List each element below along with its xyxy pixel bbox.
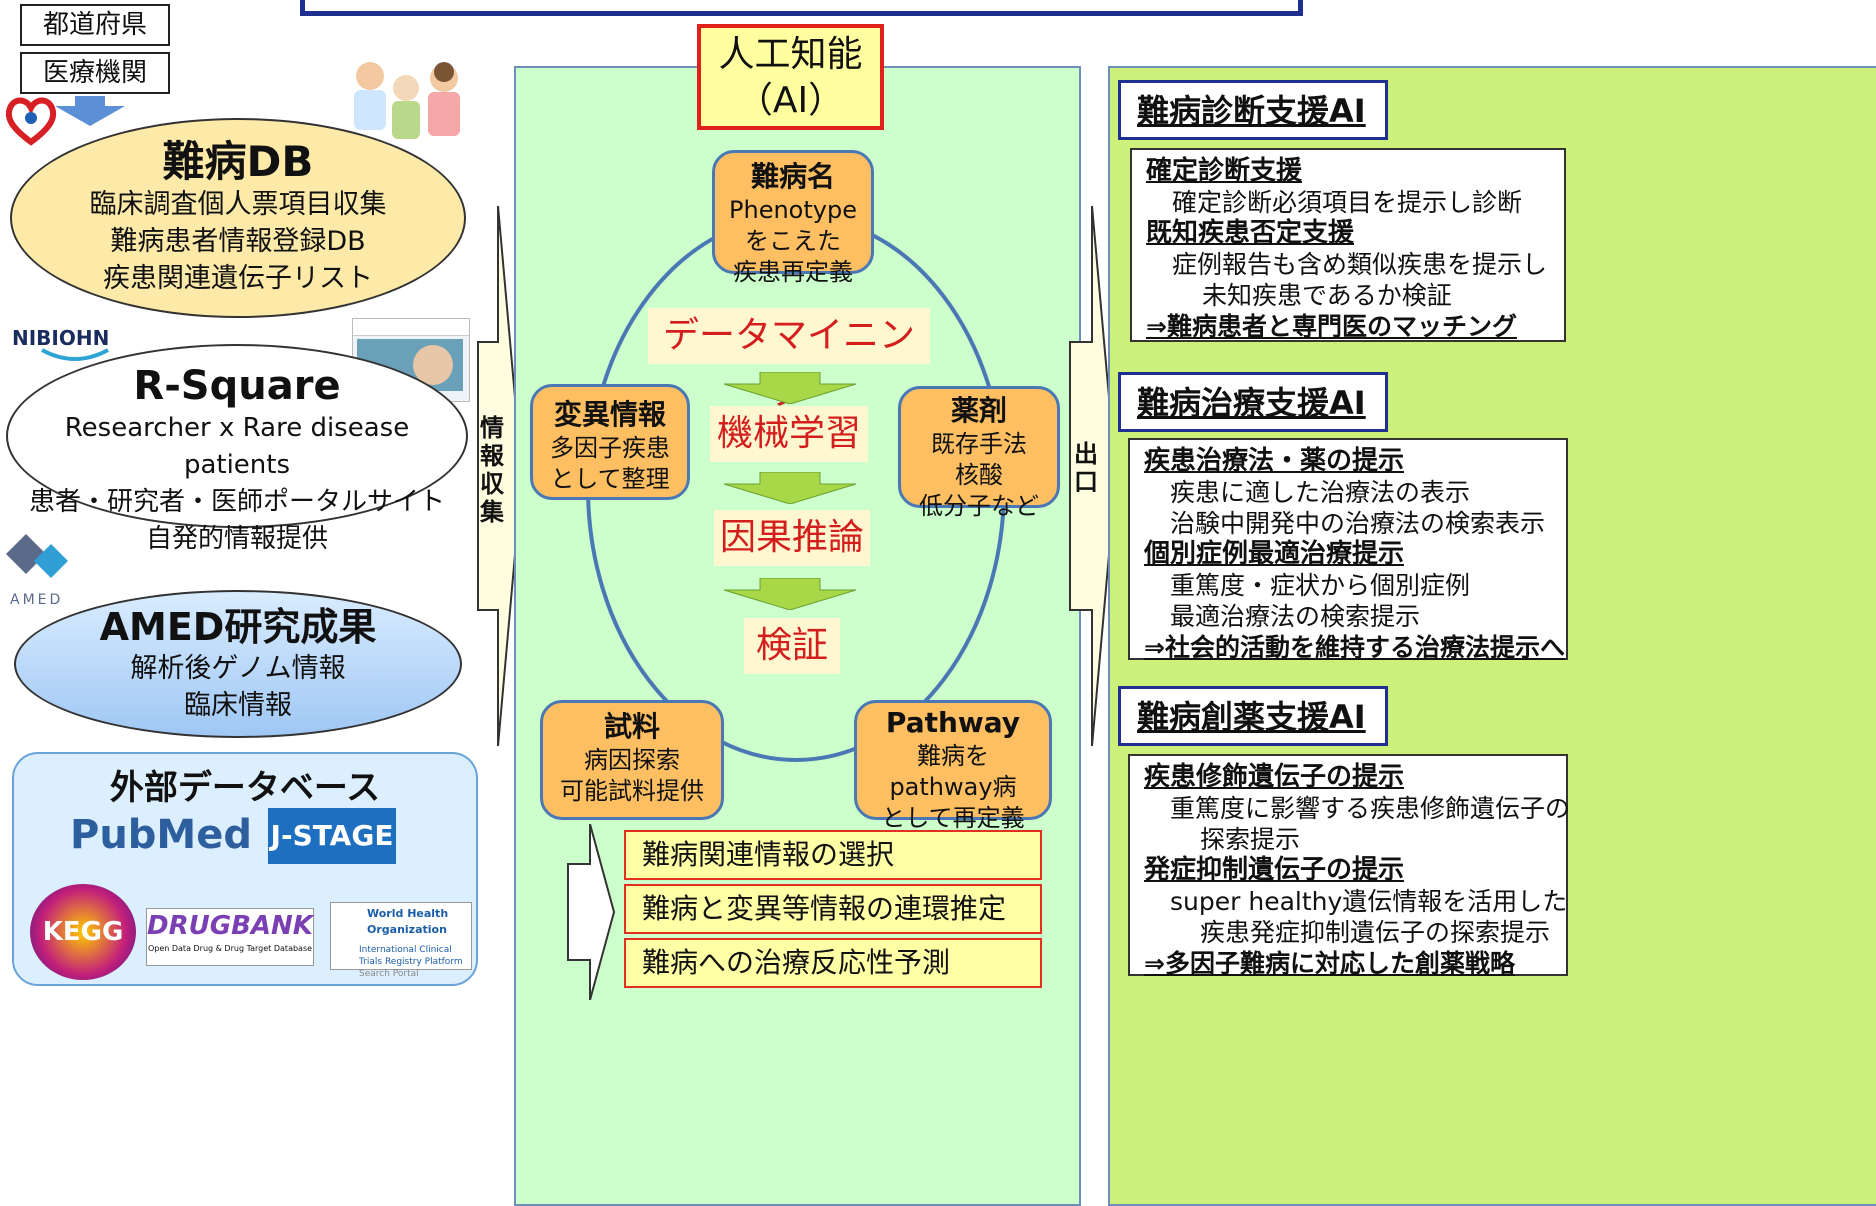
node-detail: Phenotype [729, 196, 857, 224]
stage-data-mining: データマイニング [648, 308, 930, 412]
node-detail: 核酸 [955, 461, 1003, 489]
diagnosis-ai-header: 難病診断支援AI [1118, 80, 1388, 140]
r-square-line: 患者・研究者・医師ポータルサイト [28, 487, 445, 517]
output-box-select-info: 難病関連情報の選択 [624, 830, 1042, 880]
support-detail: 重篤度・症状から個別症例 [1170, 571, 1471, 600]
support-heading: 既知疾患否定支援 [1146, 218, 1355, 248]
support-detail: 疾患に適した治療法の表示 [1170, 478, 1471, 507]
output-arrow-icon [567, 824, 616, 1000]
institution-box: 医療機関 [20, 52, 170, 94]
support-conclusion: ⇒社会的活動を維持する治療法提示へ [1144, 633, 1565, 662]
info-collect-label: 情報収集 [480, 414, 504, 526]
support-detail: 確定診断必須項目を提示し診断 [1172, 188, 1523, 217]
node-detail: 既存手法 [931, 430, 1027, 458]
support-heading: 発症抑制遺伝子の提示 [1144, 855, 1405, 885]
support-detail: 治験中開発中の治療法の検索表示 [1170, 509, 1546, 538]
stage-verification: 検証 [744, 618, 840, 674]
r-square-line: Researcher x Rare disease patients [64, 413, 410, 480]
drugbank-logo: DRUGBANK Open Data Drug & Drug Target Da… [146, 908, 314, 966]
amed-logo-icon [6, 534, 68, 578]
amed-results-ellipse: AMED研究成果 解析後ゲノム情報 臨床情報 [14, 590, 462, 738]
prefecture-box: 都道府県 [20, 4, 170, 46]
caregivers-illustration-icon [354, 62, 460, 139]
support-heading: 疾患治療法・薬の提示 [1144, 446, 1405, 476]
output-box-link-inference: 難病と変異等情報の連環推定 [624, 884, 1042, 934]
output-exit-arrow [1069, 206, 1118, 746]
nanbyo-db-line: 臨床調査個人票項目収集 [89, 189, 387, 220]
down-arrow-icon [723, 472, 857, 504]
support-conclusion: ⇒多因子難病に対応した創薬戦略 [1144, 949, 1515, 978]
stage-machine-learning: 機械学習 [710, 406, 868, 462]
node-heading: 薬剤 [950, 394, 1007, 427]
support-heading: 疾患修飾遺伝子の提示 [1144, 762, 1405, 792]
nanbyo-db-title: 難病DB [162, 137, 314, 186]
node-heading: 試料 [603, 710, 660, 743]
support-detail: 未知疾患であるか検証 [1202, 281, 1452, 310]
down-arrow-icon [55, 96, 125, 126]
nanbyo-db-ellipse: 難病DB 臨床調査個人票項目収集 難病患者情報登録DB 疾患関連遺伝子リスト [10, 118, 466, 318]
ai-title-box: 人工知能 （AI） [697, 24, 884, 130]
down-arrow-icon [723, 372, 857, 404]
node-heading: 変異情報 [553, 398, 666, 431]
support-conclusion: ⇒難病患者と専門医のマッチング [1146, 312, 1517, 341]
node-detail: 多因子疾患 [550, 434, 670, 462]
node-detail: pathway病 [889, 773, 1017, 801]
external-db-title: 外部データベース [109, 768, 381, 808]
node-detail: 疾患再定義 [733, 258, 853, 286]
diagnosis-ai-box: 確定診断支援 確定診断必須項目を提示し診断 既知疾患否定支援 症例報告も含め類似… [1130, 148, 1566, 342]
kegg-logo: KEGG [30, 884, 136, 980]
ai-title-line2: （AI） [736, 80, 845, 121]
node-drug: 薬剤 既存手法 核酸 低分子など [898, 386, 1060, 520]
r-square-ellipse: R-Square Researcher x Rare disease patie… [6, 344, 468, 554]
node-detail: として再定義 [881, 804, 1025, 832]
treatment-ai-header: 難病治療支援AI [1118, 372, 1388, 432]
treatment-ai-box: 疾患治療法・薬の提示 疾患に適した治療法の表示 治験中開発中の治療法の検索表示 … [1128, 438, 1568, 662]
nanbyo-db-line: 疾患関連遺伝子リスト [103, 263, 373, 294]
amed-results-title: AMED研究成果 [99, 605, 377, 649]
support-detail: 症例報告も含め類似疾患を提示し [1172, 250, 1548, 279]
mhlw-logo-icon [5, 97, 57, 146]
nanbyo-db-line: 難病患者情報登録DB [110, 226, 366, 257]
support-detail: 疾患発症抑制遺伝子の探索提示 [1200, 918, 1551, 947]
node-variant-info: 変異情報 多因子疾患 として整理 [530, 384, 690, 500]
ai-title-line1: 人工知能 [718, 34, 863, 75]
r-square-title: R-Square [133, 363, 341, 409]
support-detail: 重篤度に影響する疾患修飾遺伝子の [1170, 794, 1571, 823]
r-square-line: 自発的情報提供 [145, 524, 328, 554]
support-detail: 探索提示 [1200, 825, 1301, 854]
node-disease-name: 難病名 Phenotype をこえた 疾患再定義 [712, 150, 874, 286]
pubmed-logo: PubMed [70, 812, 252, 858]
node-specimen: 試料 病因探索 可能試料提供 [540, 700, 724, 820]
nibiohn-logo: NIBIOHN [12, 326, 110, 350]
support-detail: super healthy遺伝情報を活用した [1170, 887, 1568, 916]
support-heading: 確定診断支援 [1146, 156, 1303, 186]
node-heading: 難病名 [750, 160, 835, 193]
output-box-response-prediction: 難病への治療反応性予測 [624, 938, 1042, 988]
drug-discovery-ai-box: 疾患修飾遺伝子の提示 重篤度に影響する疾患修飾遺伝子の 探索提示 発症抑制遺伝子… [1128, 754, 1571, 978]
drug-discovery-ai-header: 難病創薬支援AI [1118, 686, 1388, 746]
node-detail: をこえた [745, 227, 841, 255]
down-arrow-icon [723, 578, 857, 610]
amed-logo-text: AMED [10, 592, 64, 608]
nibiohn-swoosh-icon [41, 348, 109, 361]
amed-results-line: 解析後ゲノム情報 [130, 653, 346, 684]
node-detail: 可能試料提供 [560, 777, 704, 805]
node-pathway: Pathway 難病を pathway病 として再定義 [854, 700, 1052, 832]
amed-results-line: 臨床情報 [184, 690, 292, 721]
stage-causal-inference: 因果推論 [714, 510, 870, 566]
node-detail: 難病を [917, 742, 989, 770]
support-detail: 最適治療法の検索提示 [1170, 602, 1421, 631]
info-collect-arrow [477, 206, 524, 746]
output-exit-label: 出口 [1074, 440, 1098, 496]
support-heading: 個別症例最適治療提示 [1144, 539, 1405, 569]
node-heading: Pathway [885, 706, 1021, 739]
node-detail: として整理 [550, 465, 670, 493]
node-detail: 低分子など [919, 492, 1039, 520]
who-logo: World Health Organization International … [330, 902, 472, 979]
top-banner-frame [300, 0, 1303, 16]
jstage-logo: J-STAGE [268, 808, 396, 864]
node-detail: 病因探索 [584, 746, 680, 774]
